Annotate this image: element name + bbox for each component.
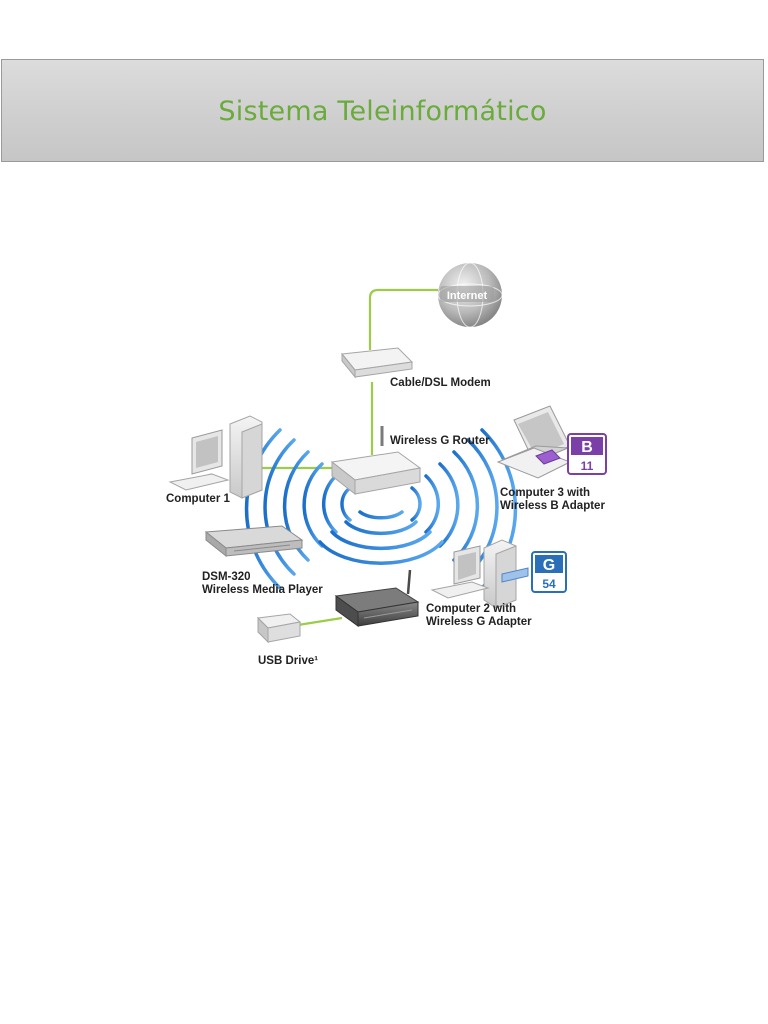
- usb-drive-icon: [256, 613, 302, 644]
- badge-b-number: 11: [581, 459, 594, 473]
- cable-internet-modem: [368, 288, 438, 350]
- media-player-label-line2: Wireless Media Player: [202, 584, 323, 596]
- wireless-signal-left: [244, 428, 352, 590]
- router-icon: [330, 426, 422, 496]
- computer-2-label-line2: Wireless G Adapter: [426, 616, 532, 628]
- badge-b-letter: B: [581, 439, 593, 456]
- badge-g-number: 54: [542, 577, 556, 591]
- computer-3-label-line1: Computer 3 with: [500, 487, 590, 499]
- title-banner: Sistema Teleinformático: [1, 59, 764, 162]
- media-player-label-line1: DSM-320: [202, 571, 251, 583]
- modem-label: Cable/DSL Modem: [390, 377, 491, 389]
- computer-1-icon: [168, 415, 263, 499]
- wireless-signal-bottom: [318, 510, 444, 565]
- router-label: Wireless G Router: [390, 435, 490, 447]
- internet-label: Internet: [447, 290, 488, 302]
- network-diagram-svg: Internet Cable/DSL Modem Wireless G Rout…: [166, 262, 607, 667]
- media-device-icon: [334, 569, 420, 627]
- computer-1-label: Computer 1: [166, 493, 231, 505]
- network-diagram: Internet Cable/DSL Modem Wireless G Rout…: [150, 250, 630, 690]
- usb-drive-label: USB Drive¹: [258, 655, 318, 667]
- cable-lines: [262, 288, 438, 627]
- computer-2-label-line1: Computer 2 with: [426, 603, 516, 615]
- modem-icon: [341, 347, 414, 379]
- media-player-icon: [204, 525, 304, 558]
- computer-2-icon: [430, 539, 529, 609]
- computer-3-label-line2: Wireless B Adapter: [500, 500, 605, 512]
- wireless-g-badge: G 54: [531, 551, 567, 593]
- internet-globe-icon: Internet: [437, 262, 503, 328]
- badge-g-letter: G: [543, 557, 555, 574]
- cable-usb-player: [297, 616, 343, 627]
- wireless-b-badge: B 11: [567, 433, 607, 475]
- page-title: Sistema Teleinformático: [218, 96, 547, 127]
- laptop-icon: [496, 405, 572, 479]
